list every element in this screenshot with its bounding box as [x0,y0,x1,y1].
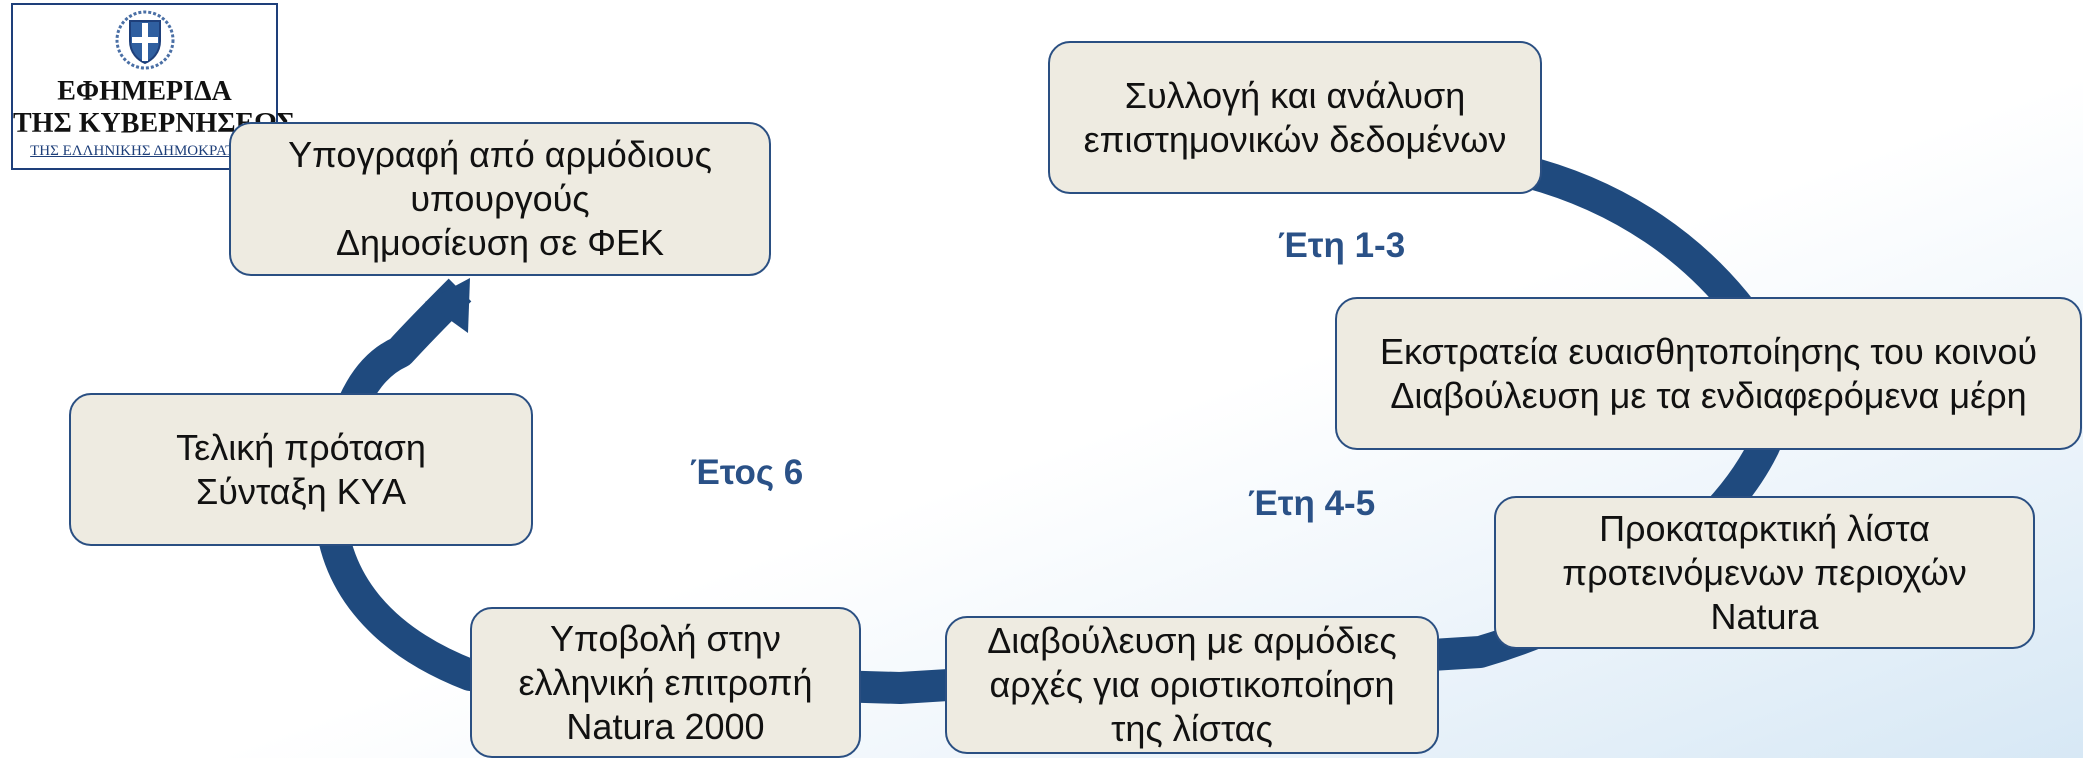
step-submission-committee: Υποβολή στην ελληνική επιτροπή Natura 20… [470,607,861,758]
step-text: Δημοσίευση σε ΦΕΚ [335,222,665,263]
logo-title-line1: ΕΦΗΜΕΡΙΔΑ [57,76,232,107]
step-text: υπουργούς [410,178,590,219]
logo-subtitle: ΤΗΣ ΕΛΛΗΝΙΚΗΣ ΔΗΜΟΚΡΑΤΙΑΣ [30,143,259,159]
phase-label-year-6: Έτος 6 [690,453,804,492]
step-text: Εκστρατεία ευαισθητοποίησης του κοινού [1379,330,2038,372]
phase-label-years-4-5: Έτη 4-5 [1248,484,1376,523]
step-text: Διαβούλευση με αρμόδιες [987,620,1397,661]
step-text: Natura [1710,595,1819,637]
step-authority-consultation: Διαβούλευση με αρμόδιες αρχές για οριστι… [945,616,1439,754]
step-text: Natura 2000 [566,705,765,747]
step-text: ελληνική επιτροπή [518,661,813,703]
step-preliminary-list: Προκαταρκτική λίστα προτεινόμενων περιοχ… [1494,496,2035,649]
flow-arrowhead [425,278,470,333]
coat-of-arms-icon [115,10,174,70]
step-data-collection: Συλλογή και ανάλυση επιστημονικών δεδομέ… [1048,41,1542,194]
step-final-proposal: Τελική πρόταση Σύνταξη ΚΥΑ [69,393,533,546]
step-signature-publication: Υπογραφή από αρμόδιους υπουργούς Δημοσίε… [229,122,771,276]
step-text: Προκαταρκτική λίστα [1599,507,1930,549]
step-text: επιστημονικών δεδομένων [1083,118,1507,160]
phase-label-years-1-3: Έτη 1-3 [1278,226,1406,265]
step-text: αρχές για οριστικοποίηση [989,664,1395,705]
step-text: Υπογραφή από αρμόδιους [288,134,712,175]
step-text: Υποβολή στην [550,617,781,659]
step-text: προτεινόμενων περιοχών [1562,551,1967,593]
step-text: Σύνταξη ΚΥΑ [196,470,406,512]
step-text: Διαβούλευση με τα ενδιαφερόμενα μέρη [1390,374,2027,416]
step-text: της λίστας [1111,708,1273,749]
government-gazette-logo: ΕΦΗΜΕΡΙΔΑ ΤΗΣ ΚΥΒΕΡΝΗΣΕΩΣ ΤΗΣ ΕΛΛΗΝΙΚΗΣ … [11,3,295,170]
step-awareness-campaign: Εκστρατεία ευαισθητοποίησης του κοινού Δ… [1335,297,2082,450]
step-text: Τελική πρόταση [176,426,426,468]
step-text: Συλλογή και ανάλυση [1124,74,1466,116]
